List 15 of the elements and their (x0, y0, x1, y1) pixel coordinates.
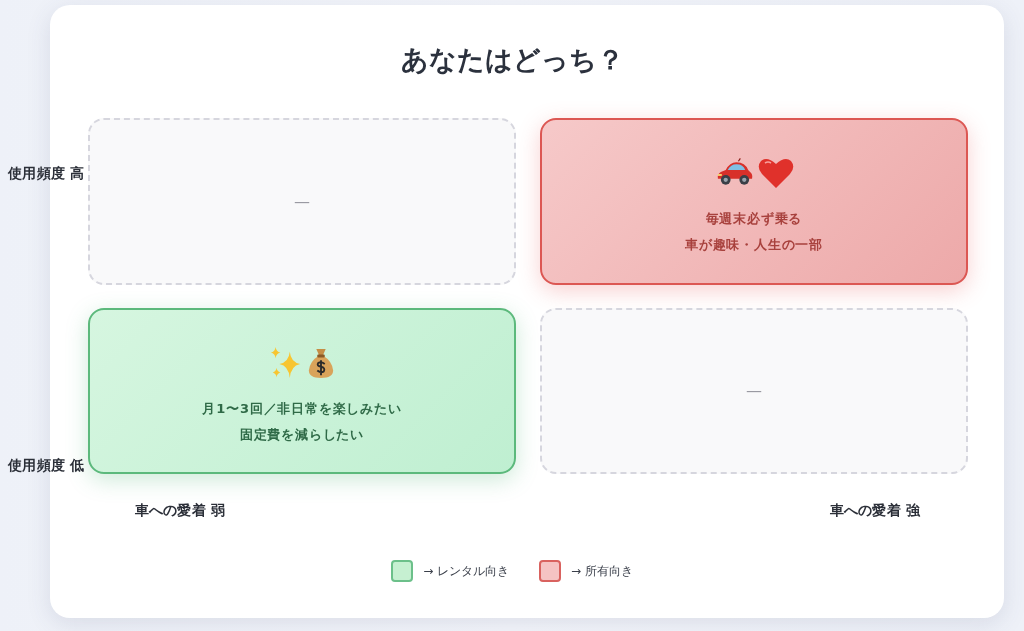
legend-text: → レンタル向き (423, 563, 509, 579)
empty-quadrant (88, 118, 516, 285)
title-text: あなたはどっち？ (400, 43, 624, 77)
axis-label: 車への愛着 強 (829, 501, 921, 519)
empty-quadrant (540, 308, 968, 474)
legend-text: → 所有向き (571, 563, 633, 579)
card-text: 固定費を減らしたい (239, 426, 365, 444)
card-text: 月1〜3回／非日常を楽しみたい (202, 400, 402, 418)
card-text: 毎週末必ず乗る (705, 210, 803, 228)
placeholder-dash: — (294, 191, 310, 212)
placeholder-dash: — (746, 381, 762, 401)
quadrant-card (540, 118, 968, 285)
card-text: 車が趣味・人生の一部 (685, 236, 823, 254)
quadrant-card (88, 308, 516, 474)
axis-label: 車への愛着 弱 (134, 501, 226, 519)
